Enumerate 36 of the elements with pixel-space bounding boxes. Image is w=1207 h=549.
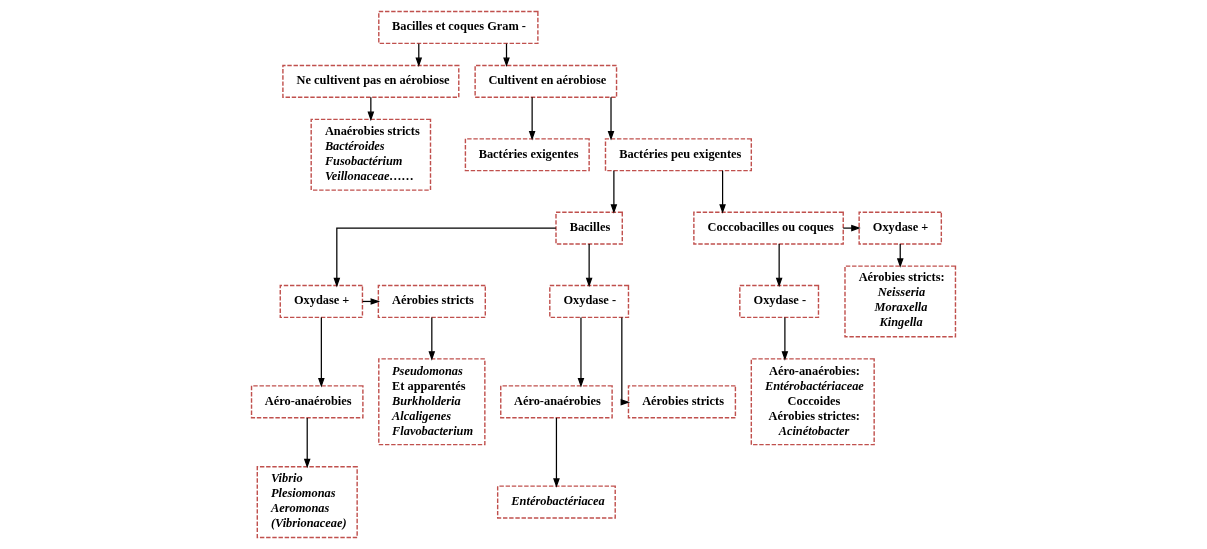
node-box: Entérobactériacea [496,485,616,519]
node-box: Ne cultivent pas en aérobiose [282,64,460,98]
node-box: Bacilles et coques Gram - [378,10,539,45]
node-box: Oxydase - [549,284,630,319]
node-box: Oxydase - [739,284,820,319]
arrow [775,243,783,288]
node-box: Pseudomonas Et apparentés Burkholderia Alcaligenes Flavobacterium [378,358,486,446]
node-box: Bactéries exigentes [464,138,590,172]
arrow [610,170,618,214]
node-box: Vibrio Plesiomonas Aeromonas (Vibrionaceae) [256,466,358,539]
arrow [781,316,789,361]
node-box: Aéro-anaérobies [500,385,613,419]
node-box: Coccobacilles ou coques [693,211,844,245]
node-box: Aéro-anaérobies [250,385,364,419]
node-box: Aéro-anaérobies: Entérobactériaceae Coccoides Aérobies strictes: Acinétobacter [750,358,875,446]
node-box: Oxydase + [279,284,364,319]
node-box: Bactéries peu exigentes [604,138,752,172]
node-box: Aérobies stricts [627,385,737,419]
arrow [577,316,585,388]
node-box: Aérobies stricts: Neisseria Moraxella Kingella [844,265,957,338]
arrow [333,227,557,288]
arrow [303,417,311,469]
arrow [428,316,436,361]
arrow [528,96,536,141]
arrow [585,243,593,288]
node-box: Bacilles [555,211,623,245]
arrow [719,170,726,214]
arrow [842,224,861,232]
node-box: Oxydase + [858,211,943,245]
node-box: Anaérobies stricts Bactéroides Fusobactérium Veillonaceae…… [310,118,432,191]
arrow [318,316,325,388]
node-box: Aérobies stricts [377,284,486,319]
arrow [607,96,615,141]
node-box: Cultivent en aérobiose [474,64,618,98]
arrow [553,417,560,488]
arrow [620,316,631,406]
